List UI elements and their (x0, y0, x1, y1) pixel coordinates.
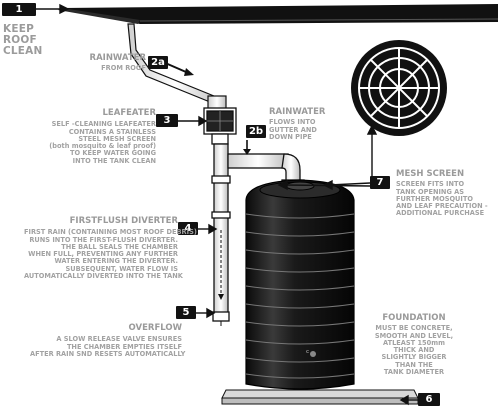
overflow-line-2: THE CHAMBER EMPTIES ITSELF (66, 342, 182, 351)
rainwater-gutter-line-3: DOWN PIPE (269, 132, 312, 141)
overflow-label: OVERFLOW A SLOW RELEASE VALVE ENSURES TH… (30, 323, 186, 358)
callout-badge-5: 5 (176, 306, 196, 319)
rainwater-gutter-line-2: GUTTER AND (269, 125, 317, 134)
mesh-screen-line-4: AND LEAF PRECAUTION - (396, 202, 488, 211)
rainwater-roof-title: RAINWATER (89, 53, 146, 63)
overflow-title: OVERFLOW (128, 323, 182, 333)
water-tank: ᶜ (245, 179, 355, 390)
rainwater-gutter-label: RAINWATER FLOWS INTO GUTTER AND DOWN PIP… (269, 107, 326, 141)
mesh-screen-label: MESH SCREEN SCREEN FITS INTO TANK OPENIN… (396, 169, 488, 218)
callout-number: 2a (151, 57, 165, 68)
firstflush-title: FIRSTFLUSH DIVERTER (69, 216, 178, 226)
callout-number: 3 (163, 115, 171, 126)
firstflush-line-4: WHEN FULL, PREVENTING ANY FURTHER (28, 250, 178, 259)
callout-badge-4: 4 (178, 222, 198, 235)
foundation-line-3: ATLEAST 150mm (383, 338, 445, 347)
firstflush-label: FIRSTFLUSH DIVERTER FIRST RAIN (containi… (24, 216, 197, 280)
flow-arrow-gutter (243, 140, 251, 155)
leafeater-line-6: INTO THE TANK CLEAN (72, 156, 156, 165)
foundation-line-2: SMOOTH AND LEVEL, (374, 331, 454, 340)
callout-number: 4 (184, 223, 192, 234)
leader-lines (36, 3, 418, 406)
svg-text:ᶜ: ᶜ (306, 349, 309, 359)
flow-arrow-diverter (218, 230, 224, 300)
overflow-line-3: AFTER RAIN SND RESETS AUTOMATICALLY (30, 349, 186, 358)
callout-badge-1: 1 (2, 3, 36, 16)
callout-number: 6 (425, 394, 433, 405)
rainwater-gutter-line-1: FLOWS INTO (269, 118, 316, 127)
leafeater-line-4: (both mosquito & leaf proof) (49, 142, 156, 151)
foundation-title: FOUNDATION (382, 313, 446, 323)
rainwater-roof-label: RAINWATER FROM ROOF (88, 53, 146, 73)
keep-roof-line-1: KEEP (3, 23, 34, 35)
leafeater-device (203, 107, 237, 145)
callout-number: 7 (376, 177, 384, 188)
firstflush-line-3: THE BALL SEALS THE CHAMBER (61, 242, 178, 251)
mesh-screen-graphic (351, 40, 447, 136)
mesh-screen-title: MESH SCREEN (396, 169, 465, 179)
keep-roof-line-3: CLEAN (3, 45, 43, 58)
rainwater-roof-body: FROM ROOF (101, 64, 146, 73)
callout-badge-7: 7 (370, 176, 390, 189)
leafeater-line-1: SELF -CLEANING LEAFEATER (51, 120, 156, 129)
leafeater-title: LEAFEATER (102, 108, 156, 118)
mesh-screen-line-2: TANK OPENING AS (396, 187, 465, 196)
firstflush-line-5: WATER ENTERING THE DIVERTER. (54, 257, 178, 266)
callout-badge-3: 3 (156, 114, 178, 127)
callout-number: 5 (182, 307, 190, 318)
roof (58, 4, 498, 24)
rainwater-gutter-title: RAINWATER (269, 107, 326, 117)
callout-badge-2a: 2a (148, 56, 168, 69)
leafeater-label: LEAFEATER SELF -CLEANING LEAFEATER CONTA… (40, 108, 156, 165)
mesh-screen-line-1: SCREEN FITS INTO (396, 180, 465, 189)
foundation-line-7: TANK DIAMETER (383, 367, 445, 376)
firstflush-line-6: SUBSEQUENT, WATER FLOW IS (65, 264, 178, 273)
foundation-line-6: THAN THE (395, 360, 433, 369)
foundation-line-4: THICK AND (393, 346, 435, 355)
overflow-line-1: A SLOW RELEASE VALVE ENSURES (56, 335, 182, 344)
callout-number: 2b (248, 126, 264, 137)
foundation-slab (221, 389, 419, 405)
mesh-screen-line-5: ADDITIONAL PURCHASE (396, 209, 485, 218)
keep-roof-line-2: ROOF (3, 34, 37, 47)
callout-badge-6: 6 (418, 393, 440, 406)
callout-badge-2b: 2b (246, 125, 266, 138)
keep-roof-clean-label: KEEP ROOF CLEAN (3, 23, 43, 58)
leafeater-line-3: STEEL MESH SCREEN (78, 134, 156, 143)
firstflush-line-1: FIRST RAIN (containing most roof debris) (24, 228, 197, 237)
foundation-line-5: SLIGHTLY BIGGER (381, 353, 447, 362)
foundation-label: FOUNDATION MUST BE CONCRETE, SMOOTH AND … (362, 313, 466, 376)
firstflush-line-7: AUTOMATICALLY DIVERTED INTO THE TANK (24, 271, 183, 280)
firstflush-line-2: RUNS INTO THE FIRST-FLUSH DIVERTER. (29, 235, 178, 244)
callout-number: 1 (15, 4, 23, 15)
mesh-screen-line-3: FURTHER MOSQUITO (396, 194, 473, 203)
leafeater-line-2: CONTAINS A STAINLESS (68, 127, 156, 136)
foundation-line-1: MUST BE CONCRETE, (375, 324, 453, 333)
leafeater-line-5: TO KEEP WATER GOING (70, 149, 156, 158)
downpipe (127, 23, 227, 111)
